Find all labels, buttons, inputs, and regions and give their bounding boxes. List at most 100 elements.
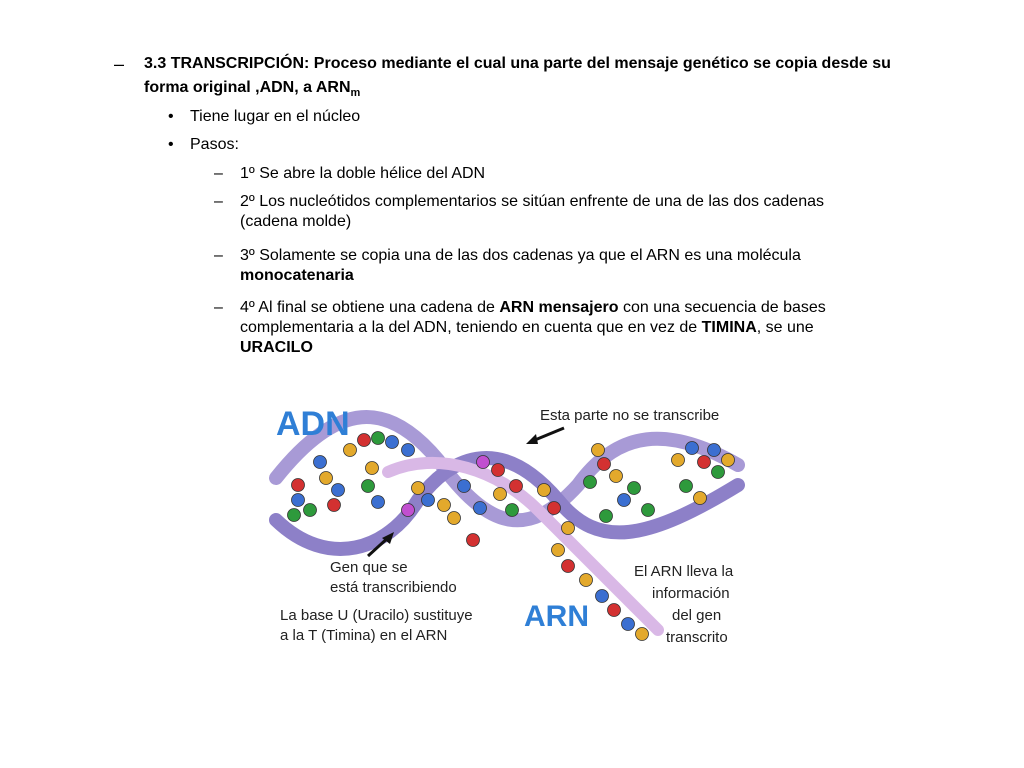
step-item: – 2º Los nucleótidos complementarios se … — [214, 192, 824, 232]
nucleotide-circle — [599, 509, 613, 523]
nucleotide-circle — [591, 443, 605, 457]
nucleotide-circle — [287, 508, 301, 522]
note-gene-line-2: está transcribiendo — [330, 579, 457, 596]
nucleotide-circle — [595, 589, 609, 603]
step-item: – 4º Al final se obtiene una cadena de A… — [214, 298, 826, 358]
bullet-text: Pasos: — [190, 136, 239, 153]
step-item: – 1º Se abre la doble hélice del ADN — [214, 164, 486, 184]
nucleotide-circle — [365, 461, 379, 475]
nucleotide-circle — [491, 463, 505, 477]
arrow-head-icon — [382, 532, 394, 544]
nucleotide-circle — [343, 443, 357, 457]
nucleotide-circle — [385, 435, 399, 449]
nucleotide-circle — [607, 603, 621, 617]
nucleotide-circle — [579, 573, 593, 587]
nucleotide-circle — [561, 559, 575, 573]
nucleotide-circle — [609, 469, 623, 483]
dna-strand-front — [269, 451, 745, 556]
nucleotide-circle — [551, 543, 565, 557]
step-text: con una secuencia de bases — [618, 299, 826, 316]
nucleotide-circle — [457, 479, 471, 493]
step-marker: – — [214, 247, 223, 264]
nucleotide-circle — [291, 478, 305, 492]
step-marker: – — [214, 193, 223, 210]
note-base-line-1: La base U (Uracilo) sustituye — [280, 607, 473, 624]
dna-transcription-figure: ADN ARN Esta parte no se transcribe Gen … — [269, 405, 745, 646]
nucleotide-circle — [331, 483, 345, 497]
note-gene-line-1: Gen que se — [330, 559, 408, 576]
bullet-item: • Tiene lugar en el núcleo — [168, 107, 361, 127]
nucleotide-circle — [493, 487, 507, 501]
nucleotide-circle — [641, 503, 655, 517]
nucleotide-circle — [561, 521, 575, 535]
nucleotide-circle — [721, 453, 735, 467]
nucleotide-circle — [583, 475, 597, 489]
nucleotide-circle — [313, 455, 327, 469]
nucleotide-circle — [635, 627, 649, 641]
nucleotide-circle — [671, 453, 685, 467]
step-text: (cadena molde) — [240, 213, 352, 230]
bullet-text: Tiene lugar en el núcleo — [190, 108, 361, 125]
step-text: complementaria a la del ADN, teniendo en… — [240, 319, 702, 336]
bullet-marker: • — [168, 136, 174, 153]
arn-label: ARN — [524, 600, 589, 633]
step-text: , se une — [756, 319, 814, 336]
heading-number-title: 3.3 TRANSCRIPCIÓN — [144, 55, 305, 72]
step-item: – 3º Solamente se copia una de las dos c… — [214, 246, 801, 286]
nucleotide-circle — [411, 481, 425, 495]
nucleotide-circle — [711, 465, 725, 479]
heading-description-2: forma original ,ADN, a ARN — [144, 79, 351, 96]
nucleotide-circle — [401, 443, 415, 457]
nucleotide-circle — [447, 511, 461, 525]
nucleotide-circle — [319, 471, 333, 485]
nucleotide-circle — [401, 503, 415, 517]
nucleotide-circle — [357, 433, 371, 447]
heading-subscript: m — [350, 87, 361, 100]
dna-strand-back — [269, 410, 745, 528]
nucleotide-circle — [679, 479, 693, 493]
bullet-marker: • — [168, 108, 174, 125]
nucleotide-circle — [537, 483, 551, 497]
nucleotide-circle — [693, 491, 707, 505]
nucleotide-circle — [547, 501, 561, 515]
nucleotide-circle — [505, 503, 519, 517]
note-rna-line-1: El ARN lleva la — [634, 563, 734, 580]
note-base-line-2: a la T (Timina) en el ARN — [280, 627, 447, 644]
nucleotide-circle — [707, 443, 721, 457]
nucleotide-circle — [371, 431, 385, 445]
nucleotide-circle — [473, 501, 487, 515]
step-text: 4º Al final se obtiene una cadena de — [240, 299, 500, 316]
nucleotide-circle — [437, 498, 451, 512]
step-marker: – — [214, 299, 223, 316]
step-bold-term: ARN mensajero — [499, 299, 619, 316]
nucleotide-circle — [291, 493, 305, 507]
nucleotide-circle — [466, 533, 480, 547]
step-bold-term: URACILO — [240, 339, 313, 356]
heading-line-2: forma original ,ADN, a ARNm — [144, 78, 361, 100]
nucleotide-circle — [476, 455, 490, 469]
step-bold-term: monocatenaria — [240, 267, 354, 284]
nucleotide-circle — [597, 457, 611, 471]
note-not-transcribed: Esta parte no se transcribe — [540, 407, 719, 424]
nucleotide-bases — [287, 431, 735, 641]
note-rna-line-2: información — [652, 585, 730, 602]
nucleotide-circle — [621, 617, 635, 631]
nucleotide-circle — [509, 479, 523, 493]
nucleotide-circle — [617, 493, 631, 507]
nucleotide-circle — [421, 493, 435, 507]
note-rna-line-4: transcrito — [666, 629, 728, 646]
nucleotide-circle — [361, 479, 375, 493]
step-text: 2º Los nucleótidos complementarios se si… — [240, 193, 824, 210]
step-marker: – — [214, 165, 223, 182]
bullet-item: • Pasos: — [168, 135, 239, 155]
heading-dash: – — [114, 54, 125, 74]
step-text: 1º Se abre la doble hélice del ADN — [240, 165, 486, 182]
nucleotide-circle — [327, 498, 341, 512]
nucleotide-circle — [303, 503, 317, 517]
arrow-head-icon — [526, 434, 538, 444]
nucleotide-circle — [371, 495, 385, 509]
nucleotide-circle — [685, 441, 699, 455]
nucleotide-circle — [697, 455, 711, 469]
heading-description: : Proceso mediante el cual una parte del… — [304, 55, 891, 72]
